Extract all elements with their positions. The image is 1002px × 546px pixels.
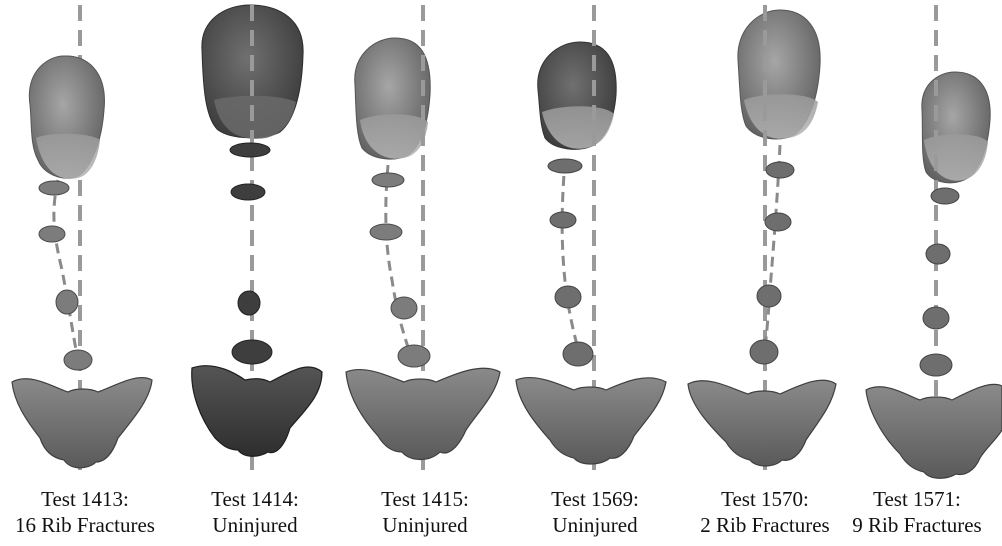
- panel-1569-spine-line: [562, 160, 580, 358]
- caption-test-id: Test 1569:: [510, 486, 680, 512]
- caption-1414: Test 1414: Uninjured: [170, 486, 340, 538]
- panel-1415-vertebra: [372, 173, 404, 187]
- panel-1413-vertebra: [39, 226, 65, 242]
- panel-1570-skeleton: [688, 5, 836, 470]
- caption-1413: Test 1413: 16 Rib Fractures: [0, 486, 170, 538]
- panel-1415-pelvis: [346, 368, 500, 459]
- panel-1570-pelvis: [688, 380, 836, 466]
- panel-1414-skeleton: [192, 5, 322, 470]
- panel-1413-vertebra: [64, 350, 92, 370]
- caption-1569: Test 1569: Uninjured: [510, 486, 680, 538]
- panel-1415-vertebra: [391, 297, 417, 319]
- caption-test-id: Test 1415:: [340, 486, 510, 512]
- panel-1414-pelvis: [192, 366, 322, 457]
- panel-1569-pelvis: [516, 378, 666, 464]
- panel-1415-spine-line: [386, 165, 412, 360]
- panel-1571-pelvis: [866, 384, 1002, 478]
- panel-1571-vertebra: [923, 307, 949, 329]
- panel-1413-skeleton: [12, 5, 152, 470]
- panel-1571-vertebra: [926, 244, 950, 264]
- caption-1570: Test 1570: 2 Rib Fractures: [680, 486, 850, 538]
- caption-test-id: Test 1413:: [0, 486, 170, 512]
- panel-1413-pelvis: [12, 378, 152, 468]
- panel-1571-vertebra: [920, 354, 952, 376]
- panel-1570-vertebra: [766, 162, 794, 178]
- panel-1569-vertebra: [563, 342, 593, 366]
- panel-1570-vertebra: [765, 213, 791, 231]
- caption-outcome: 16 Rib Fractures: [0, 512, 170, 538]
- panel-1414-vertebra: [230, 143, 270, 157]
- panel-1415-vertebra: [398, 345, 430, 367]
- panel-1413-vertebra: [39, 181, 69, 195]
- panel-1569-vertebra: [555, 286, 581, 308]
- panel-1413-spine-line: [54, 180, 78, 360]
- panel-1569-vertebra: [550, 212, 576, 228]
- caption-outcome: Uninjured: [510, 512, 680, 538]
- caption-test-id: Test 1571:: [832, 486, 1002, 512]
- caption-outcome: 9 Rib Fractures: [832, 512, 1002, 538]
- panel-1413-vertebra: [56, 290, 78, 314]
- panel-1414-vertebra: [232, 340, 272, 364]
- caption-outcome: Uninjured: [170, 512, 340, 538]
- caption-outcome: Uninjured: [340, 512, 510, 538]
- panel-1415-vertebra: [370, 224, 402, 240]
- caption-outcome: 2 Rib Fractures: [680, 512, 850, 538]
- caption-test-id: Test 1414:: [170, 486, 340, 512]
- caption-1415: Test 1415: Uninjured: [340, 486, 510, 538]
- panel-1570-vertebra: [757, 285, 781, 307]
- panel-1570-vertebra: [750, 340, 778, 364]
- panel-1414-vertebra: [238, 291, 260, 315]
- panel-1571-vertebra: [931, 188, 959, 204]
- caption-test-id: Test 1570:: [680, 486, 850, 512]
- panel-1569-skeleton: [516, 5, 666, 470]
- caption-1571: Test 1571: 9 Rib Fractures: [832, 486, 1002, 538]
- panel-1571-skeleton: [866, 5, 1002, 478]
- panel-1414-vertebra: [231, 184, 265, 200]
- panel-1569-vertebra: [548, 159, 582, 173]
- panel-1415-skeleton: [346, 5, 500, 470]
